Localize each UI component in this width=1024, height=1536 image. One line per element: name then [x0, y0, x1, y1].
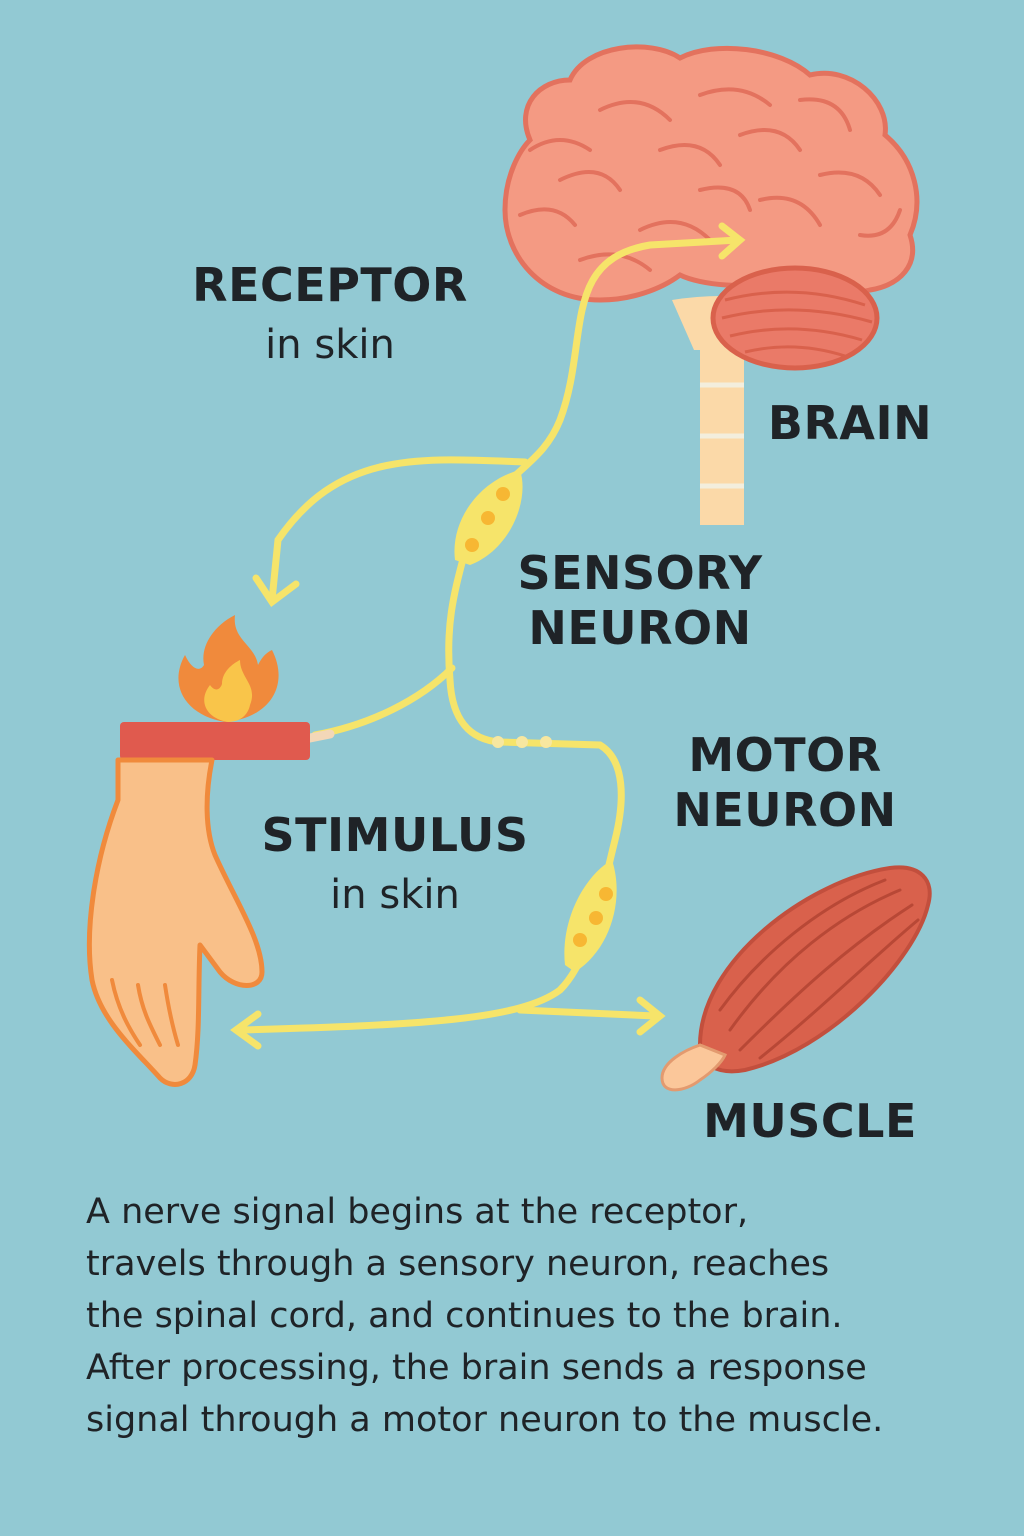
- stimulus-label: STIMULUS in skin: [240, 808, 550, 919]
- motor-label-line2: NEURON: [673, 783, 897, 838]
- receptor-label: RECEPTOR in skin: [170, 258, 490, 369]
- motor-axon-dots: [492, 736, 552, 748]
- brain-icon: [502, 44, 920, 371]
- sensory-label-line1: SENSORY: [517, 546, 763, 600]
- caption-line: the spinal cord, and continues to the br…: [86, 1296, 843, 1336]
- brain-label: BRAIN: [767, 396, 933, 450]
- caption-line: travels through a sensory neuron, reache…: [86, 1244, 830, 1284]
- hand-icon: [86, 757, 265, 1087]
- muscle-icon: [660, 865, 932, 1092]
- receptor-title: RECEPTOR: [192, 258, 468, 312]
- skin-band: [120, 722, 310, 760]
- sensory-neuron-cell-icon: [454, 470, 523, 565]
- receptor-subtitle: in skin: [265, 322, 395, 369]
- motor-label-line1: MOTOR: [688, 728, 882, 782]
- caption-line: After processing, the brain sends a resp…: [86, 1348, 867, 1388]
- caption-line: A nerve signal begins at the receptor,: [86, 1192, 749, 1232]
- muscle-label: MUSCLE: [703, 1094, 917, 1148]
- sensory-neuron-label: SENSORY NEURON: [490, 546, 790, 656]
- flame-icon: [178, 615, 279, 722]
- motor-neuron-label: MOTOR NEURON: [650, 728, 920, 838]
- stimulus-subtitle: in skin: [330, 872, 460, 919]
- sensory-label-line2: NEURON: [528, 601, 752, 656]
- stimulus-title: STIMULUS: [261, 808, 529, 862]
- motor-neuron-cell-icon: [564, 860, 617, 972]
- caption-paragraph: A nerve signal begins at the receptor, t…: [86, 1186, 986, 1446]
- caption-line: signal through a motor neuron to the mus…: [86, 1400, 884, 1440]
